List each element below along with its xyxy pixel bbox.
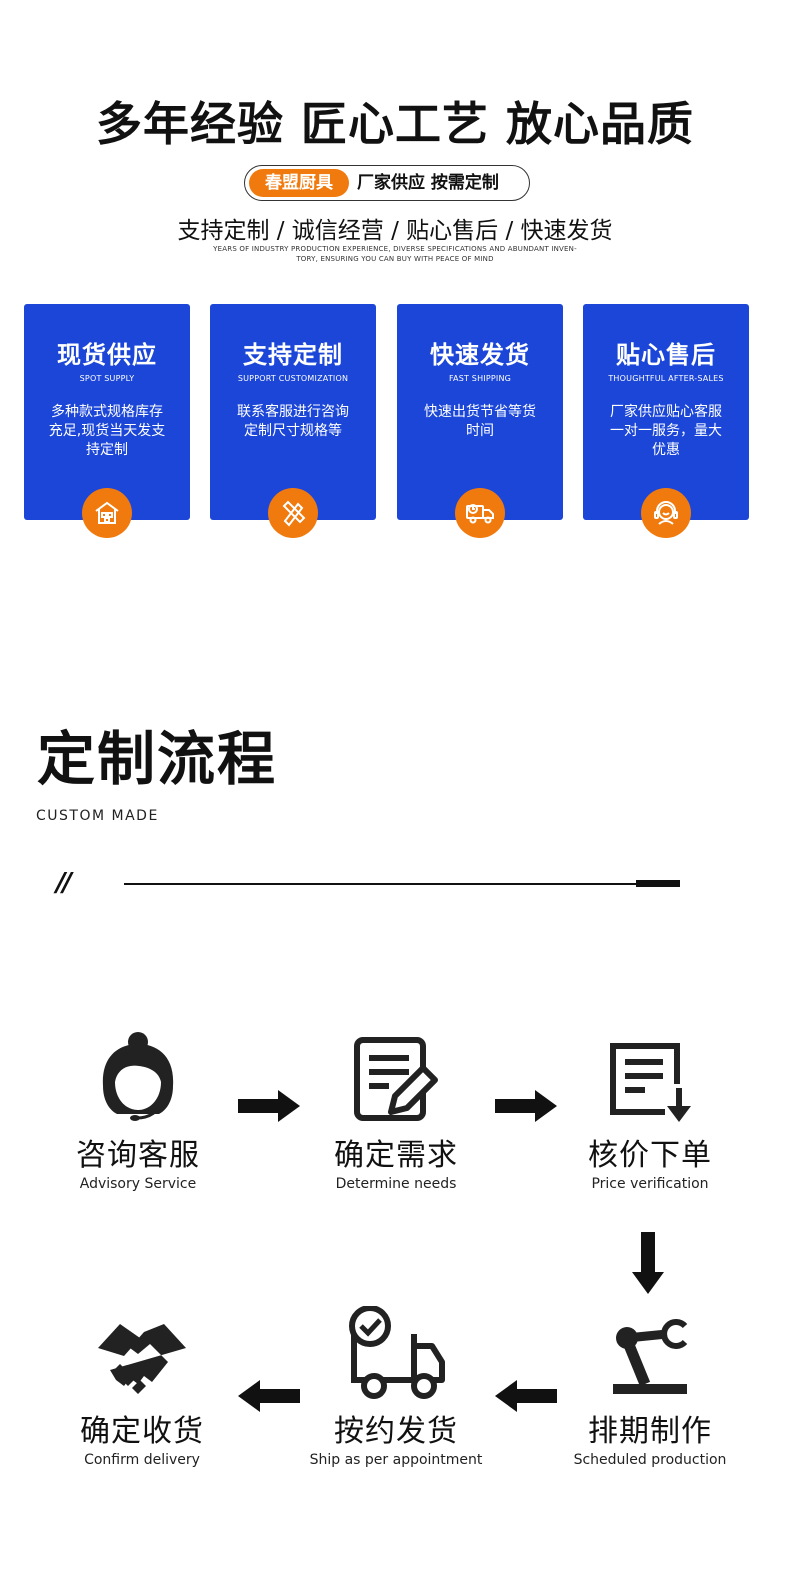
- section-subtitle: CUSTOM MADE: [36, 808, 159, 824]
- page-title: 多年经验 匠心工艺 放心品质: [95, 97, 695, 151]
- customer-service-agent-icon: [102, 1032, 174, 1121]
- card-description: 多种款式规格库存充足,现货当天发支持定制: [48, 404, 166, 458]
- arrow-right-icon: [238, 1090, 300, 1122]
- card-title: 支持定制: [243, 341, 343, 369]
- step-title: 排期制作: [588, 1414, 712, 1449]
- feature-card-fast-shipping: 快速发货 FAST SHIPPING 快速出货节省等货时间: [397, 304, 563, 538]
- step-confirm-delivery: 确定收货 Confirm delivery: [42, 1312, 242, 1468]
- arrow-down-icon: [632, 1232, 664, 1294]
- step-title: 核价下单: [588, 1138, 712, 1173]
- card-title: 现货供应: [57, 341, 157, 369]
- divider-accent: [636, 880, 680, 887]
- step-subtitle: Determine needs: [335, 1176, 457, 1192]
- arrow-left-icon: [495, 1380, 557, 1412]
- brand-badge: 春盟厨具: [249, 169, 349, 197]
- step-subtitle: Advisory Service: [79, 1176, 197, 1192]
- tagline-line-1: YEARS OF INDUSTRY PRODUCTION EXPERIENCE,…: [213, 245, 577, 253]
- step-title: 确定收货: [80, 1414, 204, 1449]
- tagline-line-2: TORY, ENSURING YOU CAN BUY WITH PEACE OF…: [296, 255, 494, 263]
- step-subtitle: Ship as per appointment: [309, 1452, 483, 1468]
- tagline: YEARS OF INDUSTRY PRODUCTION EXPERIENCE,…: [195, 244, 595, 264]
- card-description: 联系客服进行咨询定制尺寸规格等: [237, 404, 349, 439]
- slash-decoration: //: [56, 868, 72, 898]
- arrow-right-icon: [495, 1090, 557, 1122]
- card-subtitle: FAST SHIPPING: [448, 374, 512, 383]
- feature-card-customization: 支持定制 SUPPORT CUSTOMIZATION 联系客服进行咨询定制尺寸规…: [210, 304, 376, 538]
- step-title: 咨询客服: [76, 1138, 200, 1173]
- document-download-icon: [610, 1043, 691, 1122]
- handshake-icon: [98, 1324, 186, 1394]
- services-line: 支持定制 / 诚信经营 / 贴心售后 / 快速发货: [177, 218, 613, 244]
- card-subtitle: SPOT SUPPLY: [79, 374, 135, 383]
- brand-pill: 春盟厨具 厂家供应 按需定制: [244, 165, 530, 201]
- feature-card-after-sales: 贴心售后 THOUGHTFUL AFTER-SALES 厂家供应贴心客服一对一服…: [583, 304, 749, 538]
- card-subtitle: SUPPORT CUSTOMIZATION: [237, 374, 349, 383]
- arrow-left-icon: [238, 1380, 300, 1412]
- section-title: 定制流程: [37, 725, 278, 793]
- card-subtitle: THOUGHTFUL AFTER-SALES: [608, 374, 724, 383]
- step-ship-as-per-appointment: 按约发货 Ship as per appointment: [296, 1306, 496, 1468]
- step-subtitle: Scheduled production: [573, 1452, 727, 1468]
- step-subtitle: Price verification: [591, 1176, 709, 1192]
- card-title: 快速发货: [430, 341, 530, 369]
- customer-service-icon: [641, 488, 691, 538]
- step-title: 确定需求: [334, 1138, 458, 1173]
- step-determine-needs: 确定需求 Determine needs: [296, 1036, 496, 1192]
- step-price-verification: 核价下单 Price verification: [550, 1040, 750, 1192]
- pencil-ruler-icon: [268, 488, 318, 538]
- step-subtitle: Confirm delivery: [84, 1452, 200, 1468]
- card-description: 快速出货节省等货时间: [424, 404, 536, 439]
- robot-arm-icon: [613, 1319, 688, 1394]
- delivery-truck-check-icon: [349, 1306, 445, 1399]
- step-title: 按约发货: [334, 1414, 458, 1449]
- card-title: 贴心售后: [616, 341, 716, 369]
- warehouse-icon: [82, 488, 132, 538]
- step-scheduled-production: 排期制作 Scheduled production: [550, 1312, 750, 1468]
- card-description: 厂家供应贴心客服一对一服务，量大优惠: [610, 404, 722, 458]
- edit-document-icon: [354, 1037, 438, 1121]
- delivery-truck-icon: [455, 488, 505, 538]
- feature-card-spot-supply: 现货供应 SPOT SUPPLY 多种款式规格库存充足,现货当天发支持定制: [24, 304, 190, 538]
- brand-slogan: 厂家供应 按需定制: [357, 173, 499, 193]
- step-advisory-service: 咨询客服 Advisory Service: [38, 1030, 238, 1192]
- divider-line: [124, 883, 680, 885]
